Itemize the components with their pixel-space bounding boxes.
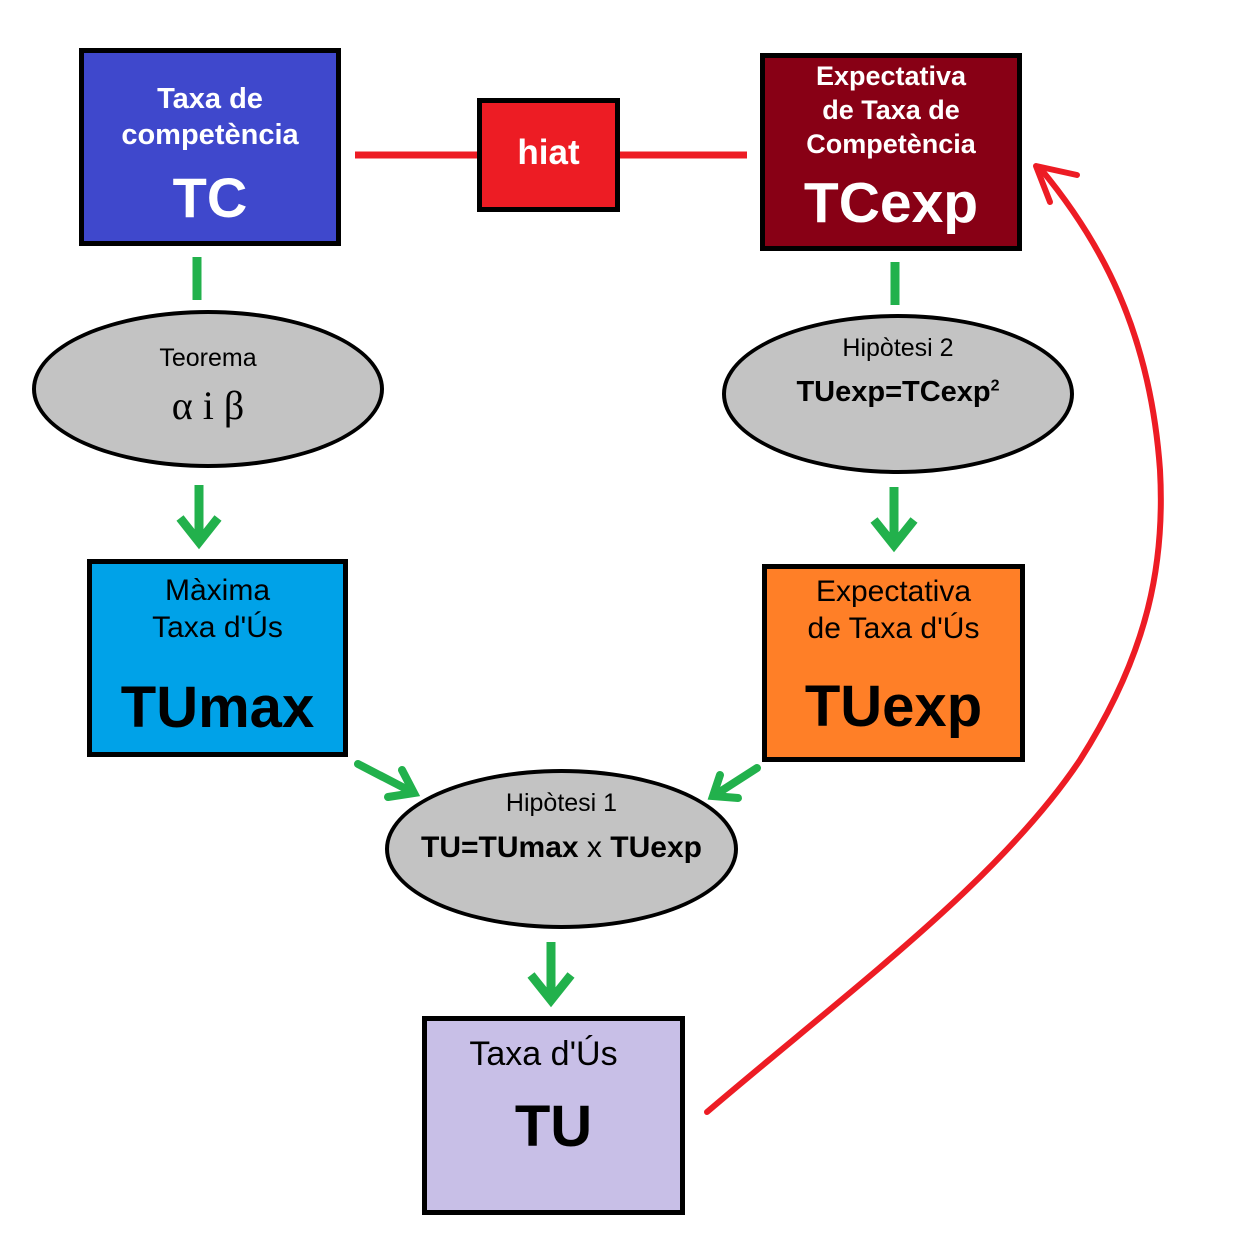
tc-symbol: TC [172, 166, 248, 229]
tcexp-label-line2: de Taxa de [822, 95, 960, 125]
node-tuexp[interactable]: Expectativa de Taxa d'Ús TUexp [762, 564, 1025, 762]
tcexp-symbol: TCexp [803, 171, 979, 235]
hiat-label: hiat [517, 133, 580, 172]
node-tcexp[interactable]: Expectativa de Taxa de Competència TCexp [760, 53, 1022, 251]
hipotesi2-exponent: 2 [990, 377, 1000, 395]
tu-label-line1: Taxa d'Ús [469, 1035, 618, 1073]
node-hipotesi2[interactable]: Hipòtesi 2 TUexp=TCexp2 [722, 314, 1074, 474]
tuexp-label-line2: de Taxa d'Ús [807, 612, 980, 645]
arrow-hipotesi2-tuexp [870, 487, 918, 553]
tc-label-line2: competència [121, 119, 299, 151]
arrow-tumax-hipotesi1 [354, 760, 421, 801]
node-tu[interactable]: Taxa d'Ús TU [422, 1016, 685, 1215]
arrow-hipotesi1-tu [527, 942, 575, 1008]
node-tc[interactable]: Taxa de competència TC [79, 48, 341, 246]
tuexp-label-line1: Expectativa [815, 575, 972, 608]
hipotesi2-formula: TUexp=TCexp [796, 376, 991, 408]
hipotesi1-formula-a: TU=TUmax [421, 831, 579, 864]
teorema-title: Teorema [159, 344, 257, 372]
arrow-tuexp-hipotesi1 [707, 764, 761, 802]
tumax-label-line2: Taxa d'Ús [152, 611, 283, 644]
hipotesi1-title: Hipòtesi 1 [505, 789, 618, 817]
tumax-symbol: TUmax [120, 675, 315, 740]
teorema-formula: α i β [171, 383, 245, 428]
tumax-label-line1: Màxima [164, 574, 270, 607]
node-hiat[interactable]: hiat [477, 98, 620, 212]
hipotesi1-operator: x [586, 831, 602, 864]
arrow-teorema-tumax [176, 485, 222, 550]
hipotesi1-formula-b: TUexp [610, 831, 702, 864]
feedback-arrow-tu-tcexp [704, 163, 1164, 1115]
node-teorema[interactable]: Teorema α i β [32, 310, 384, 468]
node-tumax[interactable]: Màxima Taxa d'Ús TUmax [87, 559, 348, 757]
node-hipotesi1[interactable]: Hipòtesi 1 TU=TUmax x TUexp [385, 769, 738, 929]
tuexp-symbol: TUexp [804, 674, 983, 739]
tu-symbol: TU [514, 1094, 593, 1159]
tc-label-line1: Taxa de [157, 83, 263, 115]
tcexp-label-line3: Competència [806, 129, 976, 159]
hipotesi2-title: Hipòtesi 2 [842, 334, 954, 362]
tcexp-label-line1: Expectativa [815, 61, 967, 91]
